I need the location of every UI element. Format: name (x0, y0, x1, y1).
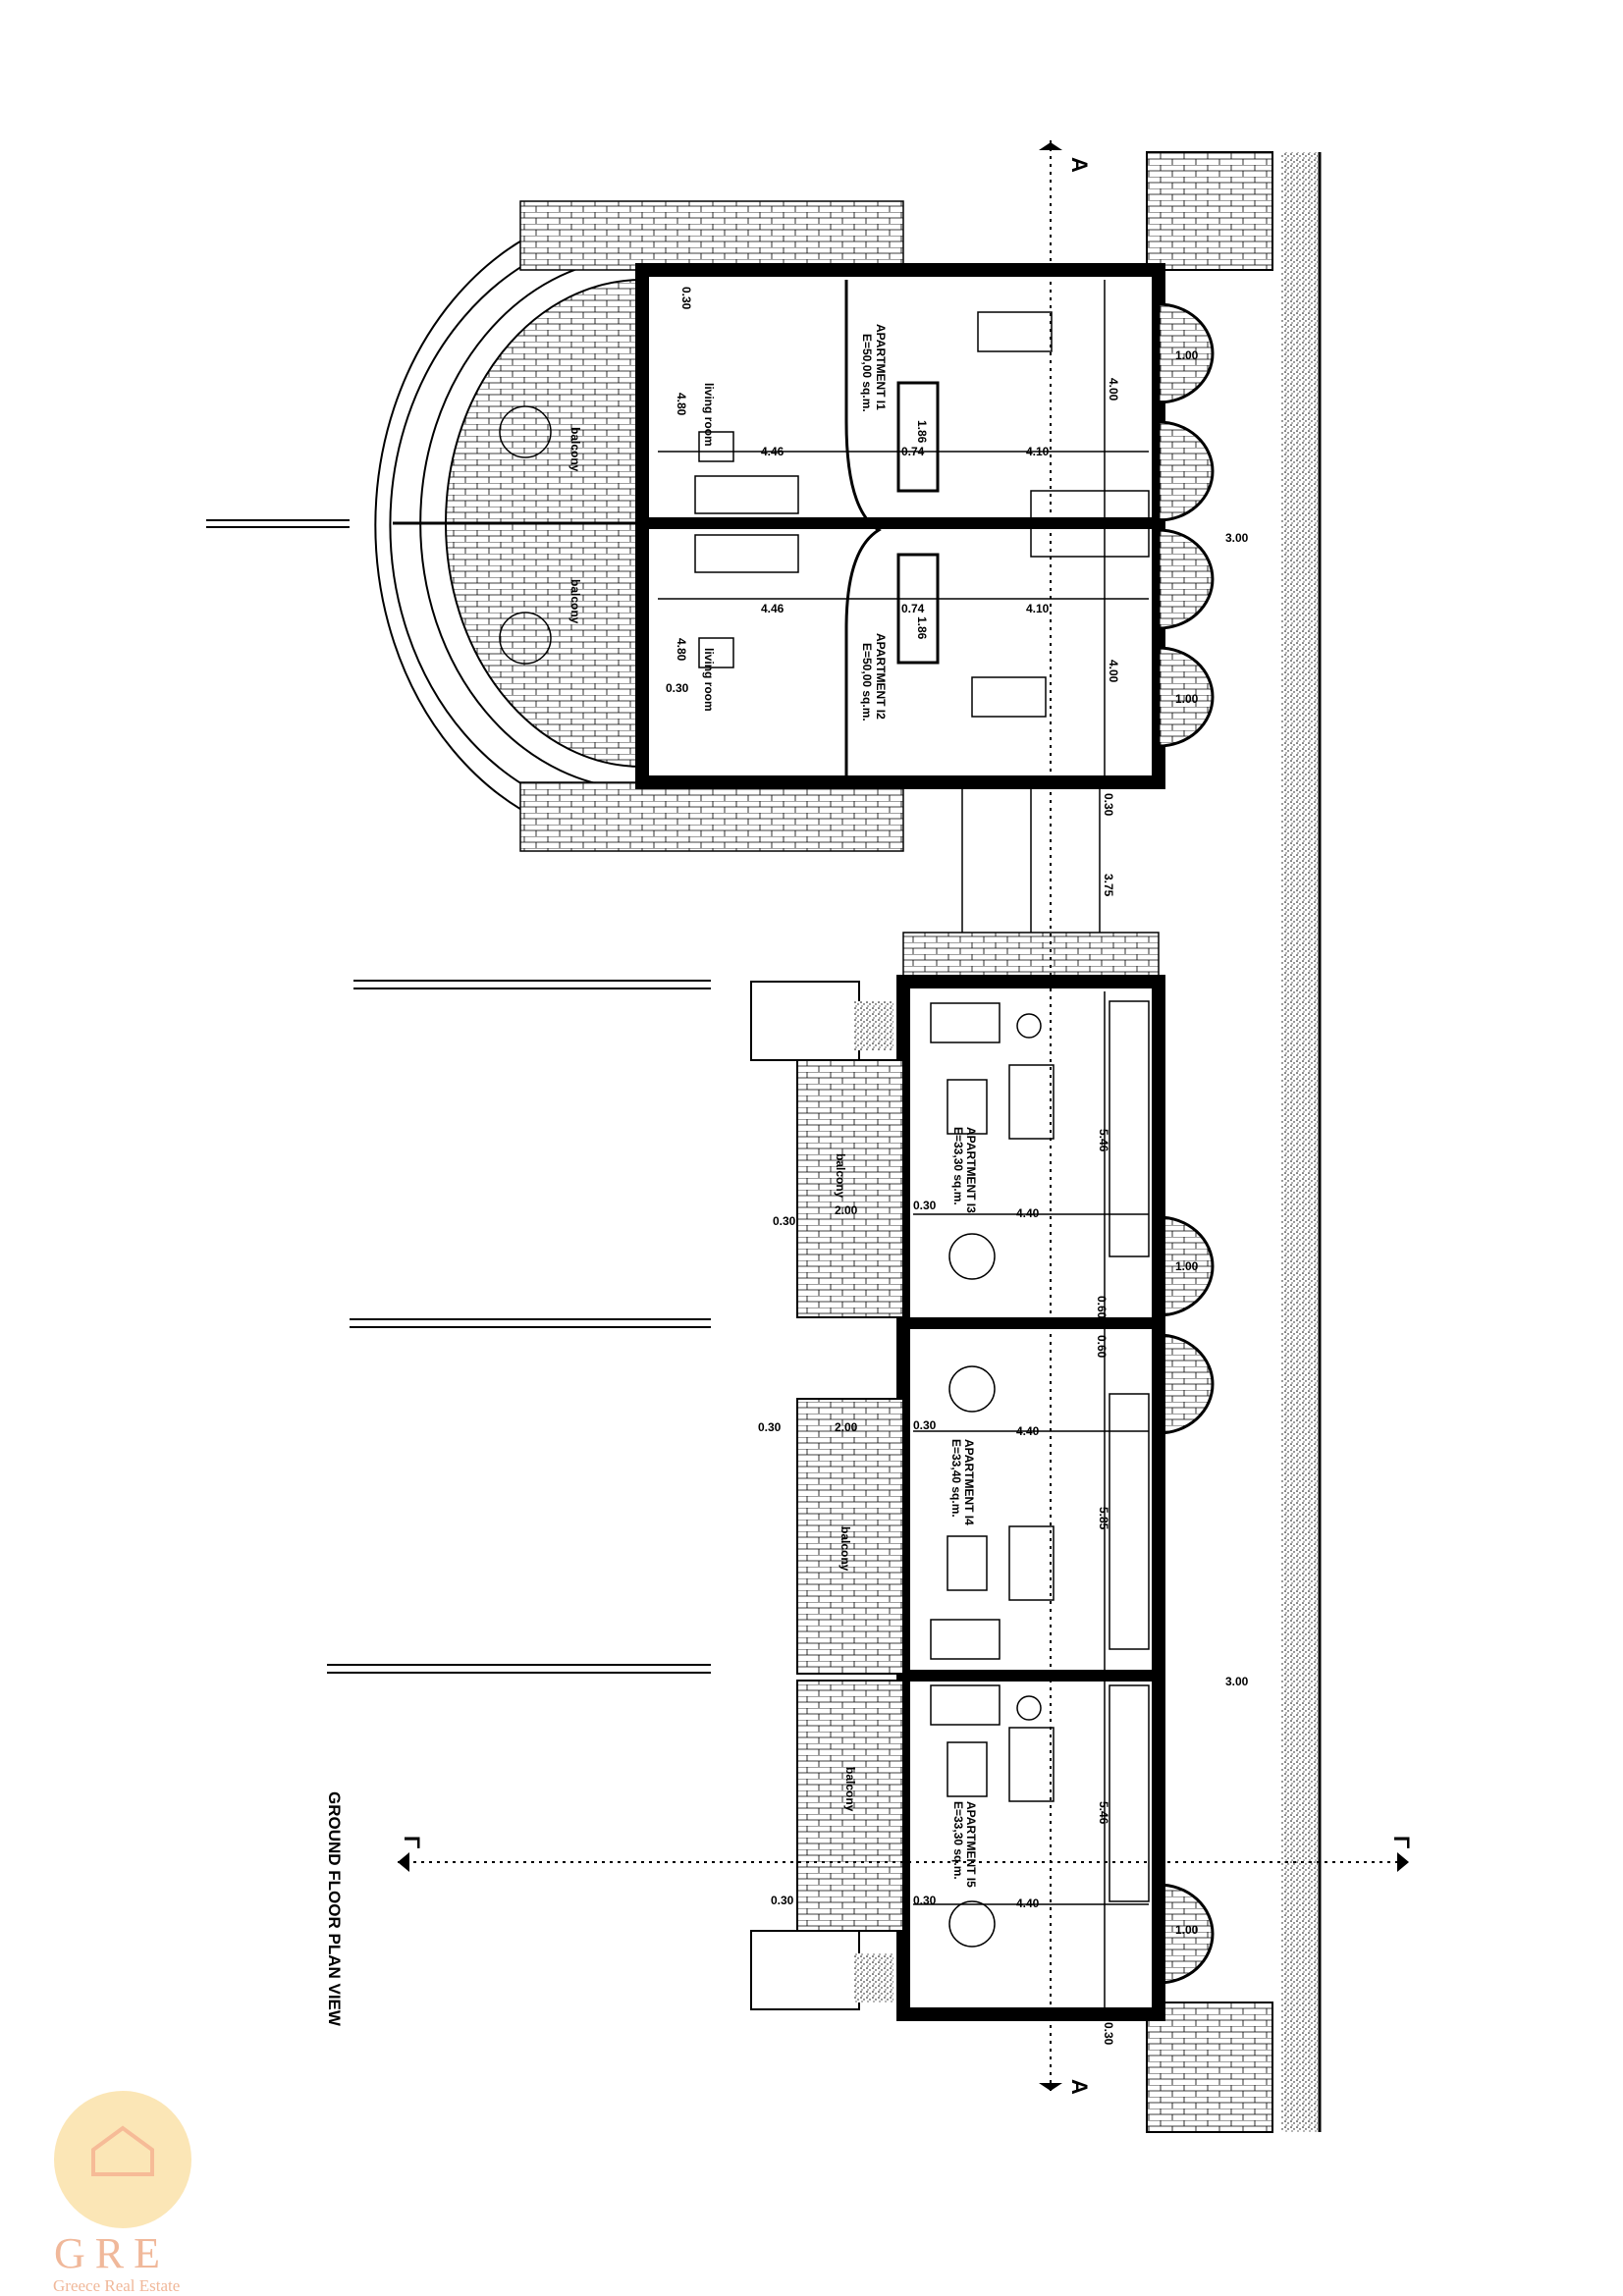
dim-5-46-i5: 5.46 (1097, 1801, 1110, 1825)
dim-4-46-i2: 4.46 (761, 602, 784, 615)
dim-0-30-b: 0.30 (666, 681, 689, 695)
dim-0-30-j: 0.30 (1102, 2022, 1115, 2046)
dim-4-00-i2: 4.00 (1107, 660, 1120, 683)
room-living-i2: living room (702, 648, 716, 712)
apt-i2-name: APARTMENT I2 (874, 633, 888, 720)
terrace-bottom (1146, 2002, 1273, 2133)
dim-5-85-i4: 5.85 (1097, 1507, 1110, 1530)
dim-4-00-i1: 4.00 (1107, 378, 1120, 401)
site-lines (206, 519, 711, 1674)
dim-3-75: 3.75 (1102, 874, 1115, 897)
room-balcony-i1: balcony (568, 427, 582, 472)
dimension-labels: 3.00 3.00 4.00 4.00 4.10 4.10 4.46 4.46 … (666, 287, 1249, 2046)
room-balcony-i4: balcony (839, 1526, 852, 1572)
dim-0-30-f: 0.30 (758, 1420, 782, 1434)
section-label-a-top: A (1067, 157, 1092, 173)
balcony-i3 (796, 1059, 904, 1318)
room-balcony-i2: balcony (568, 579, 582, 624)
dim-0-30-i: 0.30 (913, 1894, 937, 1907)
dim-4-80-i2: 4.80 (675, 638, 688, 662)
dim-1-00-d: 1.00 (1175, 1923, 1199, 1937)
apt-i5-area: E=33,30 sq.m. (951, 1801, 965, 1880)
section-label-a-bottom: A (1067, 2079, 1092, 2095)
dim-0-30-c: 0.30 (1102, 793, 1115, 817)
logo-letters: GRE (54, 2229, 170, 2277)
road-strip (1281, 152, 1318, 2132)
dim-0-74-i1: 0.74 (901, 445, 925, 458)
porches (1157, 302, 1215, 1985)
dim-0-30-a: 0.30 (679, 287, 693, 310)
dim-1-00-b: 1.00 (1175, 692, 1199, 706)
dim-4-46-i1: 4.46 (761, 445, 784, 458)
dim-4-10-i1: 4.10 (1026, 445, 1050, 458)
dim-3-00-top: 3.00 (1225, 531, 1249, 545)
logo-tagline: Greece Real Estate (53, 2276, 180, 2295)
room-labels: living room living room balcony balcony … (568, 383, 857, 1812)
balcony-arc (374, 205, 643, 845)
dim-0-30-d: 0.30 (773, 1214, 796, 1228)
dim-0-30-e: 0.30 (913, 1199, 937, 1212)
balcony-i4 (796, 1398, 904, 1675)
apt-i3-name: APARTMENT I3 (964, 1127, 978, 1213)
dim-4-40-i3: 4.40 (1016, 1206, 1040, 1220)
dim-1-00-a: 1.00 (1175, 348, 1199, 362)
dim-0-74-i2: 0.74 (901, 602, 925, 615)
dim-1-86-i1: 1.86 (915, 420, 929, 444)
dim-0-60-a: 0.60 (1095, 1296, 1109, 1319)
dim-4-80-i1: 4.80 (675, 393, 688, 416)
terrace-top (1146, 151, 1273, 271)
room-living-i1: living room (702, 383, 716, 447)
dim-0-60-b: 0.60 (1095, 1335, 1109, 1359)
gre-logo: GRE Greece Real Estate (53, 2091, 191, 2295)
dim-4-10-i2: 4.10 (1026, 602, 1050, 615)
dim-4-40-i4: 4.40 (1016, 1424, 1040, 1438)
dim-1-00-c: 1.00 (1175, 1259, 1199, 1273)
drawing-title: GROUND FLOOR PLAN VIEW (325, 1791, 344, 2027)
section-label-g-left: Γ (400, 1836, 424, 1848)
apt-i2-area: E=50,00 sq.m. (860, 643, 874, 721)
dim-5-46-i3: 5.46 (1097, 1129, 1110, 1152)
apt-i3-area: E=33,30 sq.m. (951, 1127, 965, 1205)
dim-1-86-i2: 1.86 (915, 616, 929, 640)
apt-i5-name: APARTMENT I5 (964, 1801, 978, 1888)
dim-4-40-i5: 4.40 (1016, 1896, 1040, 1910)
balcony-i5 (796, 1680, 904, 1932)
room-balcony-i5: balcony (843, 1767, 857, 1812)
apt-i1-area: E=50,00 sq.m. (860, 334, 874, 412)
dim-2-00-i4: 2.00 (835, 1420, 858, 1434)
dim-0-30-g: 0.30 (913, 1418, 937, 1432)
apt-i4-name: APARTMENT I4 (962, 1439, 976, 1525)
room-balcony-i3: balcony (834, 1153, 847, 1199)
apartment-i3-i5-block (896, 975, 1165, 2021)
dim-0-30-h: 0.30 (771, 1894, 794, 1907)
apt-i1-name: APARTMENT I1 (874, 324, 888, 410)
section-label-g-right: Γ (1389, 1836, 1414, 1848)
dim-2-00-i3: 2.00 (835, 1203, 858, 1217)
apt-i4-area: E=33,40 sq.m. (949, 1439, 963, 1518)
dim-3-00-bottom: 3.00 (1225, 1675, 1249, 1688)
apartment-labels: APARTMENT I1 E=50,00 sq.m. APARTMENT I2 … (860, 324, 978, 1888)
